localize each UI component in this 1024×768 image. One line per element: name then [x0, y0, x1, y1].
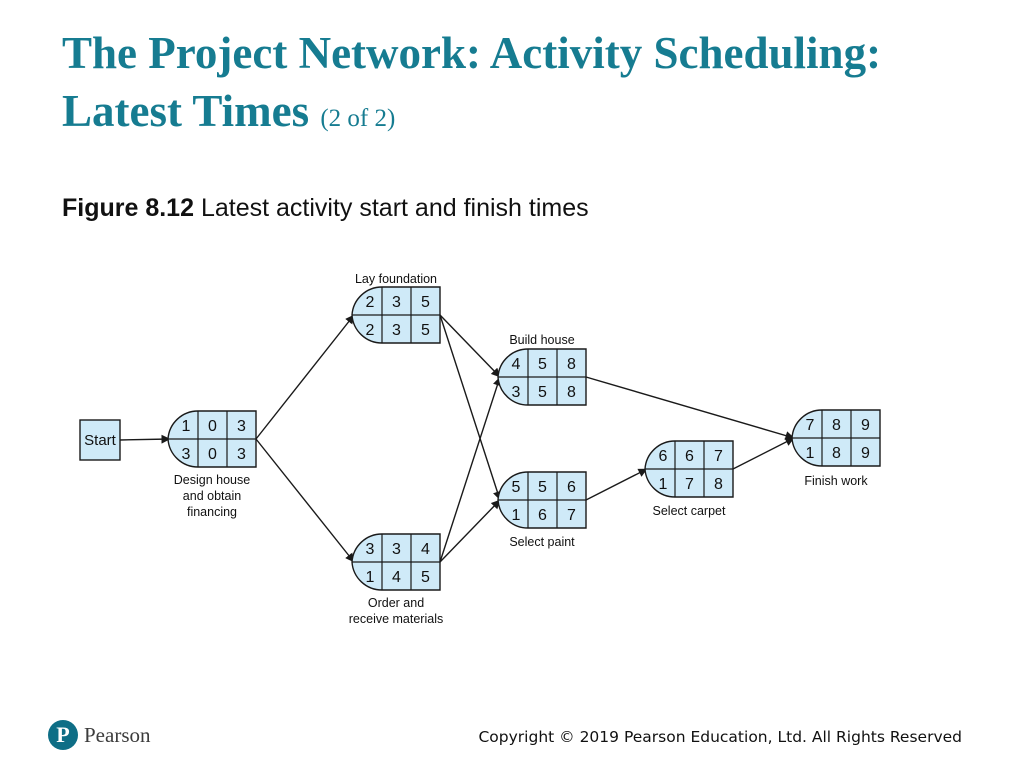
edge-materials-to-build	[439, 376, 502, 563]
node-bottom-value: 9	[861, 445, 870, 462]
pearson-logo-icon: P	[48, 720, 78, 750]
node-top-value: 9	[861, 417, 870, 434]
slide-title-suffix: (2 of 2)	[320, 105, 396, 132]
node-label: Select carpet	[653, 504, 726, 518]
node-top-value: 3	[392, 294, 401, 311]
node-label: and obtain	[183, 489, 241, 503]
node-label: Select paint	[509, 535, 575, 549]
node-bottom-value: 4	[392, 569, 401, 586]
node-label: receive materials	[349, 612, 443, 626]
edge-carpet-to-finish	[732, 437, 795, 470]
node-top-value: 6	[685, 448, 694, 465]
slide-title: The Project Network: Activity Scheduling…	[62, 24, 1002, 148]
node-top-value: 3	[366, 541, 375, 558]
node-top-value: 2	[366, 294, 375, 311]
node-top-value: 8	[567, 356, 576, 373]
pearson-logo: P Pearson	[48, 720, 151, 750]
node-bottom-value: 7	[685, 476, 694, 493]
node-bottom-value: 1	[659, 476, 668, 493]
edge-start-to-design	[119, 434, 171, 444]
node-bottom-value: 3	[237, 446, 246, 463]
slide-title-main: The Project Network: Activity Scheduling…	[62, 28, 882, 136]
node-top-value: 5	[512, 479, 521, 496]
node-top-value: 6	[567, 479, 576, 496]
node-label: Order and	[368, 596, 424, 610]
node-top-value: 3	[392, 541, 401, 558]
node-bottom-value: 8	[567, 384, 576, 401]
node-bottom-value: 2	[366, 322, 375, 339]
node-bottom-value: 7	[567, 507, 576, 524]
node-top-value: 7	[714, 448, 723, 465]
edge-design-to-materials	[255, 438, 355, 563]
start-label: Start	[84, 432, 117, 449]
node-bottom-value: 5	[421, 322, 430, 339]
node-bottom-value: 3	[512, 384, 521, 401]
node-top-value: 0	[208, 418, 217, 435]
edge-foundation-to-paint	[439, 314, 502, 501]
node-top-value: 4	[512, 356, 521, 373]
node-label: Design house	[174, 473, 250, 487]
node-bottom-value: 6	[538, 507, 547, 524]
node-top-value: 5	[538, 479, 547, 496]
node-bottom-value: 1	[366, 569, 375, 586]
node-bottom-value: 3	[392, 322, 401, 339]
node-bottom-value: 8	[832, 445, 841, 462]
edge-materials-to-paint	[439, 499, 501, 563]
node-top-value: 3	[237, 418, 246, 435]
node-label: Lay foundation	[355, 272, 437, 286]
node-top-value: 1	[182, 418, 191, 435]
node-top-value: 5	[538, 356, 547, 373]
edge-paint-to-carpet	[585, 468, 648, 501]
figure-caption: Figure 8.12 Latest activity start and fi…	[62, 194, 589, 223]
node-label: financing	[187, 505, 237, 519]
edge-design-to-foundation	[255, 314, 355, 440]
network-edges	[119, 314, 795, 563]
edge-foundation-to-build	[439, 314, 501, 378]
node-label: Finish work	[804, 474, 868, 488]
node-label: Build house	[509, 333, 574, 347]
figure-caption-text: Latest activity start and finish times	[200, 194, 589, 222]
node-top-value: 6	[659, 448, 668, 465]
node-bottom-value: 5	[421, 569, 430, 586]
copyright-notice: Copyright © 2019 Pearson Education, Ltd.…	[478, 728, 962, 746]
start-node: Start	[79, 419, 121, 461]
node-top-value: 7	[806, 417, 815, 434]
node-bottom-value: 1	[806, 445, 815, 462]
edge-build-to-finish	[585, 376, 795, 440]
start-box	[79, 419, 121, 461]
node-bottom-value: 0	[208, 446, 217, 463]
node-top-value: 5	[421, 294, 430, 311]
node-bottom-value: 3	[182, 446, 191, 463]
node-bottom-value: 5	[538, 384, 547, 401]
node-bottom-value: 1	[512, 507, 521, 524]
node-top-value: 8	[832, 417, 841, 434]
pearson-logo-text: Pearson	[84, 722, 151, 747]
figure-number: Figure 8.12	[62, 194, 194, 222]
node-top-value: 4	[421, 541, 430, 558]
node-bottom-value: 8	[714, 476, 723, 493]
